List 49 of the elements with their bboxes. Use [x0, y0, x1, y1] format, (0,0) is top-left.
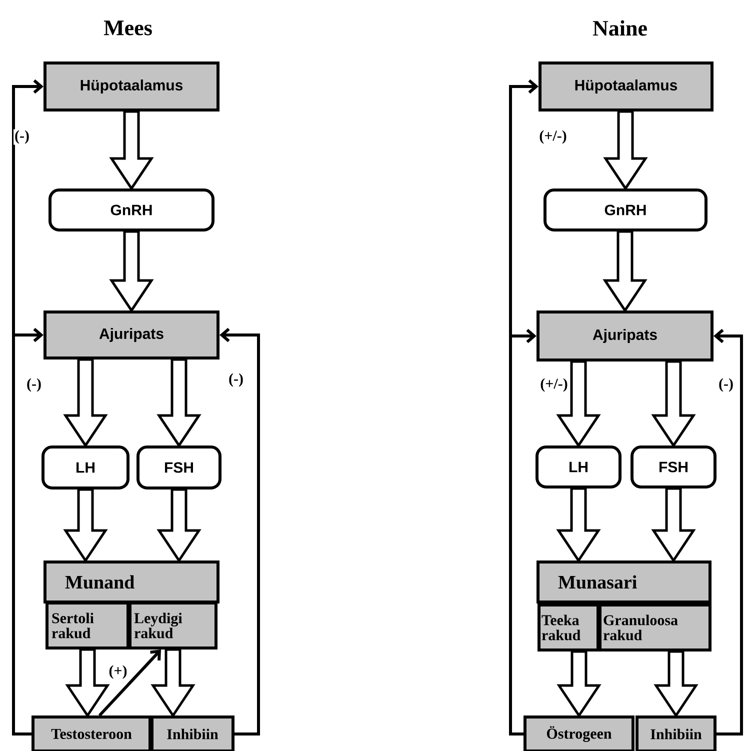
title: Naine	[592, 20, 647, 36]
block-arrow	[150, 648, 196, 718]
block-arrow	[63, 488, 108, 563]
block-arrow	[156, 488, 202, 563]
edge-label: (-)	[718, 377, 734, 393]
organ-box: Ajuripats	[536, 310, 714, 362]
feedback-arrow	[509, 328, 537, 736]
block-arrow	[109, 230, 154, 313]
organ-box: Sertoli rakud	[46, 602, 130, 650]
edge-label: (+/-)	[538, 129, 568, 145]
hormone-box: LH	[536, 446, 622, 488]
organ-box: Leydigi rakud	[128, 602, 218, 650]
block-arrow	[602, 230, 648, 313]
hormone-box: FSH	[630, 446, 716, 488]
block-arrow	[603, 110, 648, 191]
organ-box: Testosteroon	[32, 716, 152, 751]
organ-box: Ajuripats	[44, 310, 220, 360]
edge-label: (+)	[108, 664, 128, 680]
organ-box: Östrogeen	[524, 716, 634, 751]
block-arrow	[109, 110, 154, 191]
block-arrow	[156, 358, 202, 448]
hormone-box: GnRH	[48, 188, 214, 232]
block-arrow	[651, 487, 696, 563]
organ-box: Granuloosa rakud	[598, 604, 712, 652]
edge-label: (-)	[26, 377, 42, 393]
feedback-arrow	[714, 328, 743, 736]
block-arrow	[556, 487, 601, 563]
title: Mees	[104, 20, 152, 36]
organ-header-box: Munand	[44, 560, 220, 604]
organ-box: Hüpotaalamus	[538, 62, 714, 112]
block-arrow	[556, 360, 601, 448]
edge-label: (-)	[14, 129, 30, 145]
organ-box: Teeka rakud	[538, 604, 600, 652]
block-arrow	[654, 650, 698, 718]
organ-box: Inhibiin	[150, 716, 234, 751]
organ-box: Inhibiin	[636, 716, 716, 751]
edge-label: (+/-)	[539, 377, 569, 393]
organ-box: Hüpotaalamus	[44, 62, 220, 112]
hormone-box: FSH	[136, 446, 222, 490]
block-arrow	[63, 358, 108, 448]
arrow	[98, 650, 161, 717]
edge-label: (-)	[228, 372, 244, 388]
block-arrow	[65, 648, 110, 718]
feedback-arrow	[220, 328, 260, 736]
hormone-box: GnRH	[544, 188, 708, 232]
block-arrow	[651, 360, 696, 448]
hormone-box: LH	[42, 446, 130, 490]
feedback-arrow	[12, 328, 44, 736]
block-arrow	[556, 650, 602, 718]
